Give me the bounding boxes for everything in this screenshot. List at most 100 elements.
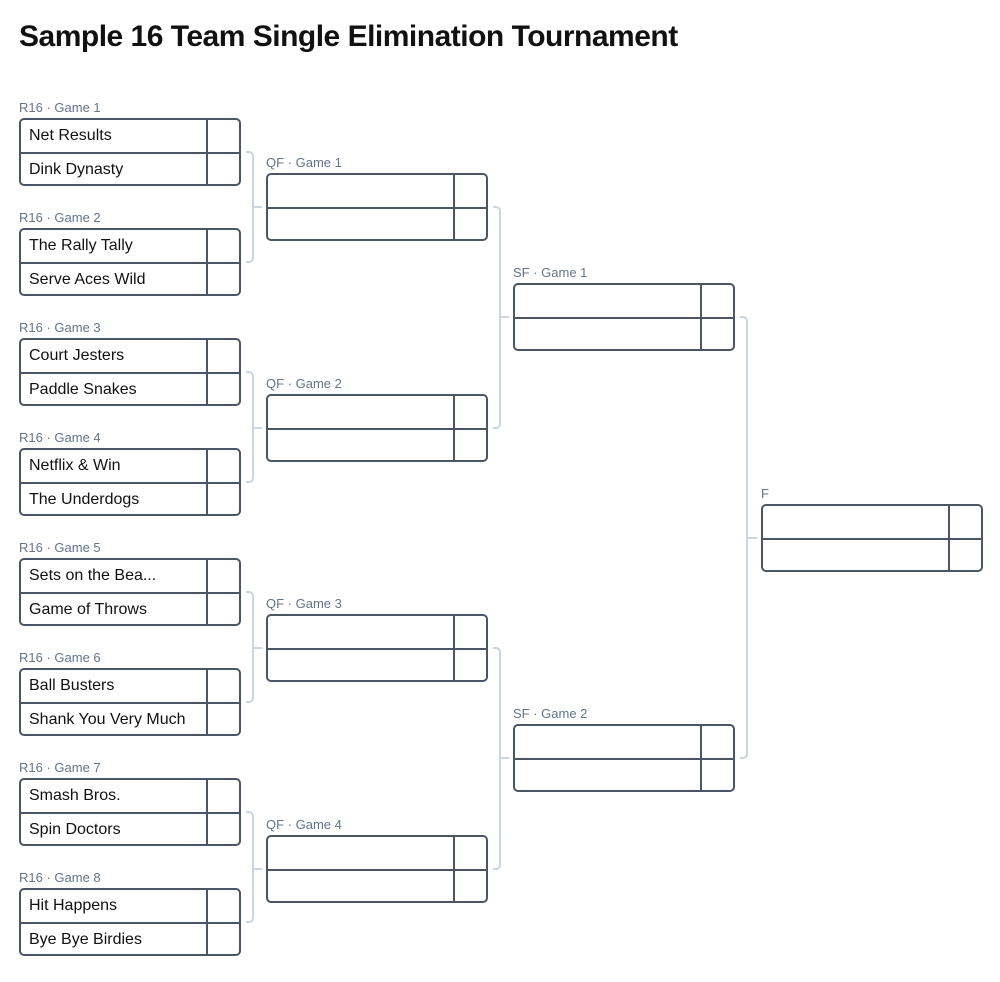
- team-score[interactable]: [453, 175, 486, 207]
- team-row[interactable]: [515, 726, 733, 758]
- match-r16-7: R16 · Game 7 Smash Bros. Spin Doctors: [19, 760, 241, 846]
- team-row[interactable]: [268, 207, 486, 239]
- team-score[interactable]: [206, 264, 239, 294]
- team-row[interactable]: [268, 837, 486, 869]
- team-score[interactable]: [453, 837, 486, 869]
- match-label: R16 · Game 3: [19, 320, 101, 335]
- team-score[interactable]: [948, 540, 981, 570]
- team-row[interactable]: Court Jesters: [21, 340, 239, 372]
- team-row[interactable]: Smash Bros.: [21, 780, 239, 812]
- match-label: R16 · Game 1: [19, 100, 101, 115]
- team-row[interactable]: [763, 506, 981, 538]
- match-label: R16 · Game 7: [19, 760, 101, 775]
- team-row[interactable]: Hit Happens: [21, 890, 239, 922]
- team-row[interactable]: The Rally Tally: [21, 230, 239, 262]
- team-name: [515, 726, 700, 758]
- team-score[interactable]: [206, 594, 239, 624]
- team-row[interactable]: Bye Bye Birdies: [21, 922, 239, 954]
- team-score[interactable]: [206, 670, 239, 702]
- team-name: [268, 430, 453, 460]
- team-row[interactable]: Netflix & Win: [21, 450, 239, 482]
- bracket-connector: [246, 591, 254, 703]
- team-score[interactable]: [206, 814, 239, 844]
- team-score[interactable]: [453, 396, 486, 428]
- connector-stub: [501, 316, 509, 318]
- team-row[interactable]: [268, 175, 486, 207]
- team-score[interactable]: [453, 430, 486, 460]
- team-score[interactable]: [206, 924, 239, 954]
- team-score[interactable]: [700, 726, 733, 758]
- team-score[interactable]: [206, 560, 239, 592]
- team-row[interactable]: The Underdogs: [21, 482, 239, 514]
- team-row[interactable]: [763, 538, 981, 570]
- team-row[interactable]: [268, 396, 486, 428]
- team-score[interactable]: [948, 506, 981, 538]
- bracket-connector: [246, 151, 254, 263]
- team-row[interactable]: [515, 758, 733, 790]
- team-row[interactable]: [515, 285, 733, 317]
- team-row[interactable]: Shank You Very Much: [21, 702, 239, 734]
- team-score[interactable]: [206, 154, 239, 184]
- team-row[interactable]: Spin Doctors: [21, 812, 239, 844]
- team-row[interactable]: [268, 869, 486, 901]
- team-score[interactable]: [453, 871, 486, 901]
- match-box[interactable]: [266, 173, 488, 241]
- team-score[interactable]: [206, 230, 239, 262]
- team-score[interactable]: [453, 209, 486, 239]
- team-score[interactable]: [206, 704, 239, 734]
- team-row[interactable]: Game of Throws: [21, 592, 239, 624]
- connector-stub: [748, 537, 757, 539]
- team-row[interactable]: Sets on the Bea...: [21, 560, 239, 592]
- team-name: Spin Doctors: [29, 821, 121, 838]
- team-score[interactable]: [206, 890, 239, 922]
- match-box[interactable]: [266, 614, 488, 682]
- team-name: Shank You Very Much: [29, 711, 186, 728]
- match-label: QF · Game 2: [266, 376, 342, 391]
- match-box[interactable]: [513, 724, 735, 792]
- team-score[interactable]: [453, 616, 486, 648]
- match-box[interactable]: [761, 504, 983, 572]
- match-box[interactable]: [266, 394, 488, 462]
- team-score[interactable]: [206, 120, 239, 152]
- team-row[interactable]: Paddle Snakes: [21, 372, 239, 404]
- team-name: Netflix & Win: [29, 457, 121, 474]
- team-row[interactable]: [268, 648, 486, 680]
- team-score[interactable]: [206, 450, 239, 482]
- team-score[interactable]: [206, 780, 239, 812]
- team-row[interactable]: Net Results: [21, 120, 239, 152]
- team-row[interactable]: [515, 317, 733, 349]
- team-row[interactable]: Dink Dynasty: [21, 152, 239, 184]
- team-score[interactable]: [700, 285, 733, 317]
- team-score[interactable]: [700, 319, 733, 349]
- connector-stub: [254, 868, 262, 870]
- team-row[interactable]: [268, 616, 486, 648]
- team-row[interactable]: Ball Busters: [21, 670, 239, 702]
- team-score[interactable]: [206, 340, 239, 372]
- team-row[interactable]: [268, 428, 486, 460]
- match-box[interactable]: [513, 283, 735, 351]
- team-score[interactable]: [206, 484, 239, 514]
- team-row[interactable]: Serve Aces Wild: [21, 262, 239, 294]
- team-score[interactable]: [700, 760, 733, 790]
- match-qf-2: QF · Game 2: [266, 376, 488, 462]
- match-box[interactable]: [266, 835, 488, 903]
- match-label: R16 · Game 2: [19, 210, 101, 225]
- team-score[interactable]: [206, 374, 239, 404]
- team-name: [763, 540, 948, 570]
- team-score[interactable]: [453, 650, 486, 680]
- match-box[interactable]: Sets on the Bea...Game of Throws: [19, 558, 241, 626]
- match-box[interactable]: Smash Bros. Spin Doctors: [19, 778, 241, 846]
- match-label: R16 · Game 4: [19, 430, 101, 445]
- team-name: Court Jesters: [29, 347, 125, 364]
